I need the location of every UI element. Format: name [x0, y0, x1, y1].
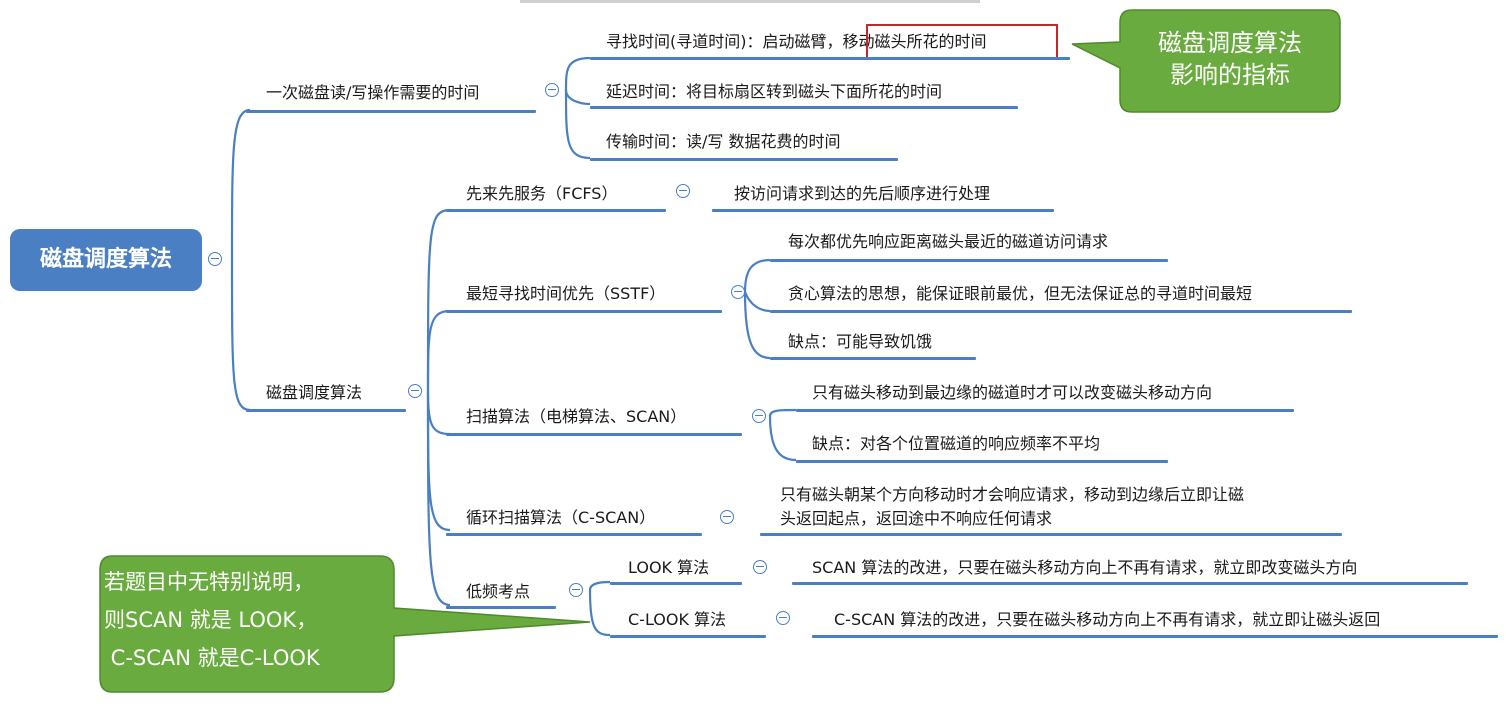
link-scan-2 — [768, 415, 797, 462]
underline-scan-item-1 — [796, 409, 1294, 412]
link-root-algo — [230, 258, 251, 412]
link-root-time — [230, 108, 251, 260]
node-look[interactable]: LOOK 算法 — [628, 558, 710, 577]
node-sstf-item-2[interactable]: 贪心算法的思想，能保证眼前最优，但无法保证总的寻道时间最短 — [788, 284, 1253, 303]
seek-time-highlight: 移动磁头所花的时间 — [842, 32, 987, 51]
node-delay-time[interactable]: 延迟时间：将目标扇区转到磁头下面所花的时间 — [606, 82, 943, 101]
link-time-seek — [564, 56, 591, 91]
link-algo-sstf — [426, 309, 451, 394]
highlight-box — [866, 24, 1058, 60]
link-low-look — [588, 580, 611, 591]
node-cscan[interactable]: 循环扫描算法（C-SCAN） — [466, 508, 656, 527]
link-time-delay — [564, 89, 591, 106]
collapse-icon-low[interactable] — [569, 583, 583, 597]
top-edge-fragment — [520, 0, 980, 3]
underline-disk-io-time — [246, 110, 536, 113]
collapse-icon-time[interactable] — [545, 83, 559, 97]
callout-bottom-line2: 则SCAN 就是 LOOK， — [104, 608, 318, 632]
collapse-icon-scan[interactable] — [752, 409, 766, 423]
node-disk-io-time[interactable]: 一次磁盘读/写操作需要的时间 — [266, 83, 480, 102]
underline-look-desc — [792, 582, 1468, 585]
underline-sstf-item-3 — [770, 357, 976, 360]
node-disk-scheduling[interactable]: 磁盘调度算法 — [266, 383, 363, 402]
callout-bottom-line3: C-SCAN 就是C-LOOK — [104, 646, 320, 670]
seek-time-prefix: 寻找时间(寻道时间)：启动磁臂， — [606, 32, 843, 51]
link-sstf-2 — [743, 291, 771, 313]
collapse-icon-clook[interactable] — [776, 611, 790, 625]
node-sstf[interactable]: 最短寻找时间优先（SSTF） — [466, 284, 666, 303]
underline-seek-time — [590, 57, 1070, 60]
node-transfer-time[interactable]: 传输时间：读/写 数据花费的时间 — [606, 132, 841, 151]
node-scan-item-2[interactable]: 缺点：对各个位置磁道的响应频率不平均 — [812, 434, 1101, 453]
underline-sstf-item-2 — [770, 310, 1352, 313]
collapse-icon-look[interactable] — [753, 560, 767, 574]
node-fcfs-desc[interactable]: 按访问请求到达的先后顺序进行处理 — [734, 184, 991, 203]
underline-clook — [610, 635, 766, 638]
underline-scan-item-2 — [796, 460, 1168, 463]
underline-fcfs-desc — [712, 209, 1054, 212]
callout-top-line2: 影响的指标 — [1170, 61, 1290, 89]
link-time-transfer — [564, 89, 591, 160]
node-sstf-item-3[interactable]: 缺点：可能导致饥饿 — [788, 332, 933, 351]
callout-top-line1: 磁盘调度算法 — [1158, 29, 1302, 57]
underline-disk-scheduling — [246, 409, 406, 412]
link-algo-fcfs — [426, 208, 451, 394]
node-cscan-desc-line2[interactable]: 头返回起点，返回途中不响应任何请求 — [780, 509, 1053, 528]
underline-sstf — [446, 310, 722, 313]
underline-low-frequency — [446, 606, 556, 609]
underline-cscan — [446, 533, 702, 536]
underline-sstf-item-1 — [770, 259, 1168, 262]
underline-cscan-desc — [760, 533, 1342, 536]
node-scan-item-1[interactable]: 只有磁头移动到最边缘的磁道时才可以改变磁头移动方向 — [812, 383, 1213, 402]
link-low-clook — [588, 589, 611, 637]
link-sstf-1 — [743, 258, 771, 293]
link-algo-cscan — [426, 392, 451, 532]
underline-fcfs — [446, 209, 666, 212]
node-cscan-desc-line1[interactable]: 只有磁头朝某个方向移动时才会响应请求，移动到边缘后立即让磁 — [780, 485, 1245, 504]
link-sstf-3 — [743, 291, 771, 360]
underline-transfer-time — [590, 158, 898, 161]
node-scan[interactable]: 扫描算法（电梯算法、SCAN） — [466, 407, 687, 426]
collapse-icon-cscan[interactable] — [720, 510, 734, 524]
collapse-icon-fcfs[interactable] — [676, 184, 690, 198]
collapse-icon-algo[interactable] — [408, 384, 422, 398]
collapse-icon-root[interactable] — [208, 252, 222, 266]
node-fcfs[interactable]: 先来先服务（FCFS） — [466, 184, 618, 203]
root-node[interactable]: 磁盘调度算法 — [10, 229, 202, 291]
node-sstf-item-1[interactable]: 每次都优先响应距离磁头最近的磁道访问请求 — [788, 232, 1109, 251]
underline-clook-desc — [812, 635, 1498, 638]
underline-look — [610, 582, 742, 585]
callout-bottom-line1: 若题目中无特别说明， — [104, 570, 314, 594]
node-look-desc[interactable]: SCAN 算法的改进，只要在磁头移动方向上不再有请求，就立即改变磁头方向 — [812, 558, 1358, 577]
link-algo-scan — [426, 392, 451, 436]
collapse-icon-sstf[interactable] — [731, 285, 745, 299]
underline-scan — [446, 433, 742, 436]
node-clook[interactable]: C-LOOK 算法 — [628, 610, 727, 629]
node-clook-desc[interactable]: C-SCAN 算法的改进，只要在磁头移动方向上不再有请求，就立即让磁头返回 — [834, 610, 1381, 629]
node-seek-time[interactable]: 寻找时间(寻道时间)：启动磁臂，移动磁头所花的时间 — [606, 32, 987, 52]
link-scan-1 — [768, 408, 797, 417]
underline-delay-time — [590, 106, 1018, 109]
node-low-frequency[interactable]: 低频考点 — [466, 582, 531, 601]
